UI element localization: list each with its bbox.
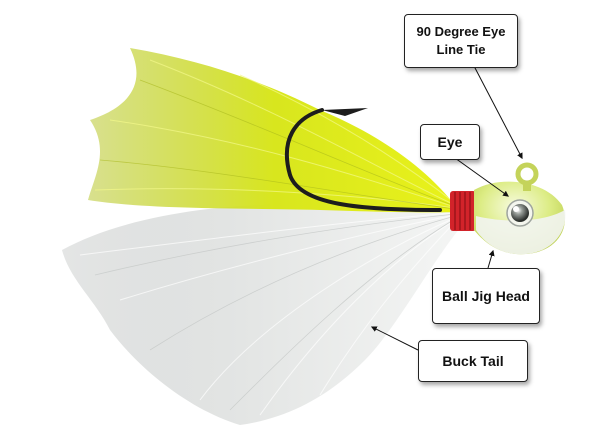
callout-line-tie-text: 90 Degree Eye Line Tie <box>417 23 506 59</box>
leader-jig-head <box>487 249 495 269</box>
callout-buck-tail: Buck Tail <box>418 340 528 382</box>
callout-jig-head: Ball Jig Head <box>432 268 540 324</box>
callout-line-tie-line2: Line Tie <box>436 42 486 57</box>
leader-lines <box>370 65 523 351</box>
callout-line-tie-line1: 90 Degree Eye <box>416 24 506 39</box>
thread-wrap <box>450 191 476 231</box>
leader-eye <box>454 157 509 197</box>
leader-line-tie <box>473 65 523 160</box>
hook <box>284 108 442 212</box>
buck-tail-white <box>62 203 460 425</box>
callout-eye: Eye <box>420 124 480 160</box>
callout-line-tie: 90 Degree Eye Line Tie <box>404 14 518 68</box>
line-tie-eyelet <box>515 162 539 191</box>
leader-buck-tail <box>370 326 419 351</box>
buck-tail-chartreuse <box>88 48 460 213</box>
eye <box>506 199 534 227</box>
